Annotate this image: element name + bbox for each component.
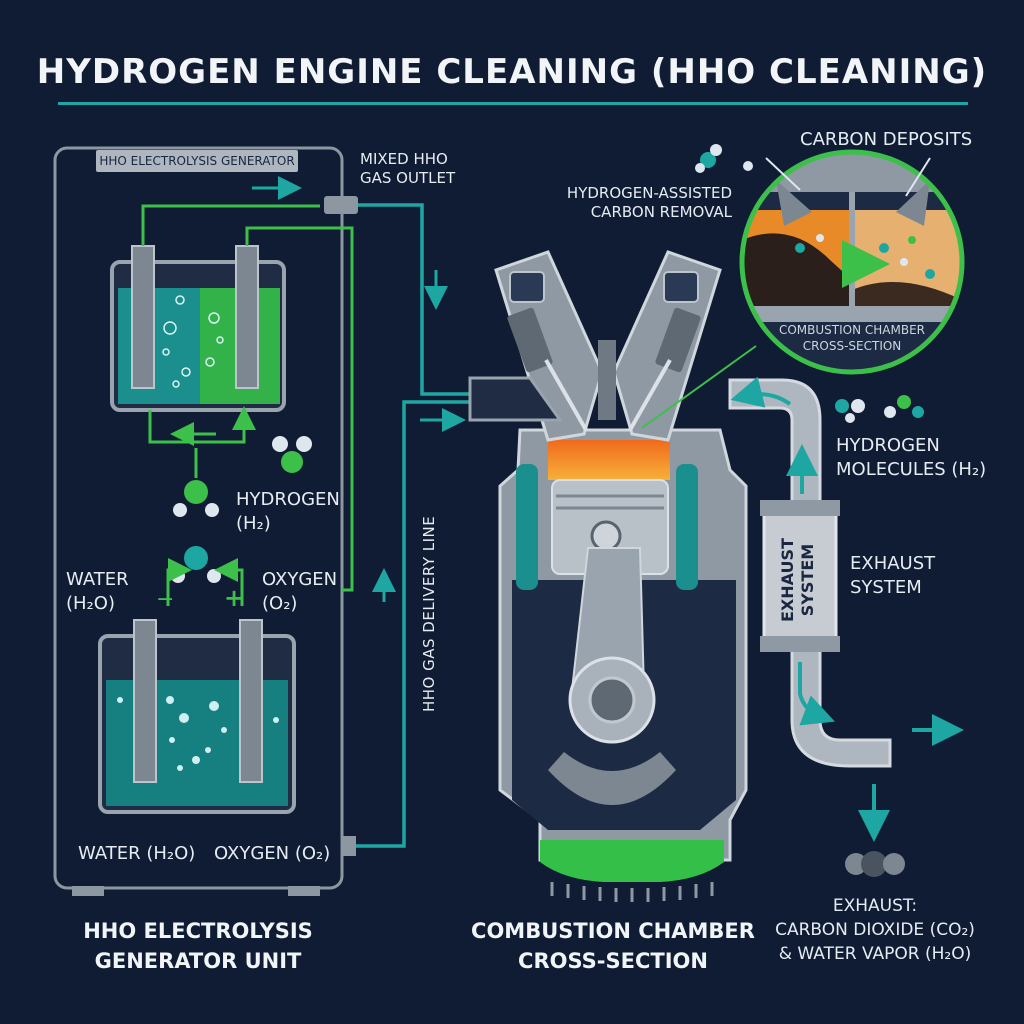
exhaust-output-line2: CARBON DIOXIDE (CO₂) xyxy=(775,920,975,940)
title-underline xyxy=(58,102,968,105)
oxygen-label-bottom: OXYGEN (O₂) xyxy=(214,843,331,864)
assisted-removal-label: HYDROGEN-ASSISTED CARBON REMOVAL xyxy=(552,184,732,222)
page-title: HYDROGEN ENGINE CLEANING (HHO CLEANING) xyxy=(36,52,988,92)
hydrogen-molecules-label: HYDROGEN MOLECULES (H₂) xyxy=(836,434,986,482)
outlet-label: MIXED HHO GAS OUTLET xyxy=(360,150,455,188)
generator-gas-lines xyxy=(141,204,354,606)
carbon-removal-inset xyxy=(641,149,965,429)
minus-sign: − xyxy=(156,587,175,612)
exhaust-box-label: EXHAUST SYSTEM xyxy=(778,538,818,622)
exhaust-output-line1: EXHAUST: xyxy=(832,896,918,916)
exhaust-output-line3: & WATER VAPOR (H₂O) xyxy=(778,944,972,964)
exhaust-molecule-icon xyxy=(845,851,905,877)
engine-caption: COMBUSTION CHAMBER CROSS-SECTION xyxy=(470,916,756,976)
outlet-label-line2: GAS OUTLET xyxy=(360,169,456,187)
hydrogen-label-line1: HYDROGEN xyxy=(236,489,340,510)
exhaust-system-line1: EXHAUST xyxy=(850,553,936,574)
oxygen-label-right-line1: OXYGEN xyxy=(262,569,338,590)
generator-housing xyxy=(53,146,344,896)
exhaust-output-label: EXHAUST: CARBON DIOXIDE (CO₂) & WATER VA… xyxy=(760,894,990,966)
generator-caption-line2: GENERATOR UNIT xyxy=(94,949,302,973)
hydrogen-molecules-line2: MOLECULES (H₂) xyxy=(836,459,987,480)
hho-gas-delivery-line xyxy=(352,203,482,848)
valve-housings xyxy=(468,250,722,442)
plus-sign: + xyxy=(224,584,245,612)
water-label-left: WATER (H₂O) xyxy=(66,568,129,616)
generator-caption-line1: HHO ELECTROLYSIS xyxy=(83,919,313,943)
engine-caption-line1: COMBUSTION CHAMBER xyxy=(471,919,755,943)
water-label-bottom: WATER (H₂O) xyxy=(78,843,196,864)
exhaust-system-line2: SYSTEM xyxy=(850,577,922,598)
engine-block xyxy=(498,428,748,902)
exhaust-box-line2: SYSTEM xyxy=(798,543,817,617)
exhaust-box-line1: EXHAUST xyxy=(778,538,797,622)
delivery-line-label: HHO GAS DELIVERY LINE xyxy=(420,515,438,712)
lower-electrolysis-tank xyxy=(98,619,296,814)
generator-tag: HHO ELECTROLYSIS GENERATOR xyxy=(96,150,298,172)
hydrogen-label-line2: (H₂) xyxy=(236,513,271,534)
hydrogen-molecules-line1: HYDROGEN xyxy=(836,435,940,456)
carbon-deposits-label: CARBON DEPOSITS xyxy=(800,129,973,150)
oxygen-label-right-line2: (O₂) xyxy=(262,593,298,614)
generator-caption: HHO ELECTROLYSIS GENERATOR UNIT xyxy=(48,916,348,976)
engine-caption-line2: CROSS-SECTION xyxy=(518,949,708,973)
assisted-removal-line1: HYDROGEN-ASSISTED xyxy=(566,184,732,202)
outlet-label-line1: MIXED HHO xyxy=(360,150,448,168)
water-label-left-line1: WATER xyxy=(66,569,129,590)
exhaust-pipe xyxy=(728,378,892,768)
hydrogen-label: HYDROGEN (H₂) xyxy=(236,488,340,536)
oxygen-label-right: OXYGEN (O₂) xyxy=(262,568,337,616)
water-label-left-line2: (H₂O) xyxy=(66,593,115,614)
hydrogen-molecule-icons xyxy=(695,144,924,423)
inset-cross-line2: CROSS-SECTION xyxy=(802,339,902,353)
inset-cross-section-label: COMBUSTION CHAMBER CROSS-SECTION xyxy=(772,322,932,354)
upper-electrolysis-tank xyxy=(110,245,286,412)
inset-cross-line1: COMBUSTION CHAMBER xyxy=(778,323,926,337)
exhaust-system-label: EXHAUST SYSTEM xyxy=(850,552,935,600)
assisted-removal-line2: CARBON REMOVAL xyxy=(590,203,732,221)
